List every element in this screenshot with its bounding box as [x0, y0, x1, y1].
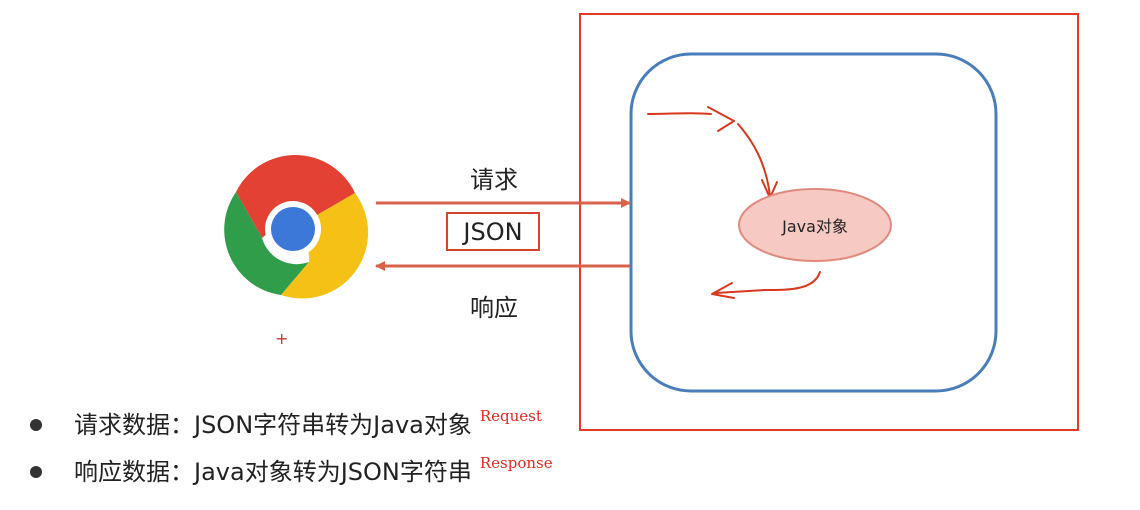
outgoing-ink-arrow: [711, 271, 821, 299]
server-frame: [579, 13, 1079, 431]
java-object-ellipse: [738, 188, 892, 262]
json-label: JSON: [463, 217, 523, 246]
bullet-text: 响应数据：Java对象转为JSON字符串: [74, 458, 472, 486]
bullet-note: Request: [479, 407, 542, 425]
chrome-icon: [224, 155, 369, 299]
response-label: 响应: [470, 294, 518, 322]
bullet-note: Response: [479, 454, 553, 472]
server-inner-box: [629, 52, 998, 393]
bullet-text: 请求数据：JSON字符串转为Java对象: [74, 411, 472, 439]
bullet-response: 响应数据：Java对象转为JSON字符串 Response: [30, 452, 553, 492]
bullet-dot: [30, 419, 42, 431]
request-label: 请求: [470, 166, 518, 194]
incoming-ink-arrow: [647, 106, 778, 199]
json-label-box: JSON: [446, 212, 540, 251]
bullet-request: 请求数据：JSON字符串转为Java对象 Request: [30, 405, 542, 445]
bullet-dot: [30, 466, 42, 478]
plus-mark: +: [275, 329, 289, 348]
java-object-label: Java对象: [782, 217, 848, 236]
